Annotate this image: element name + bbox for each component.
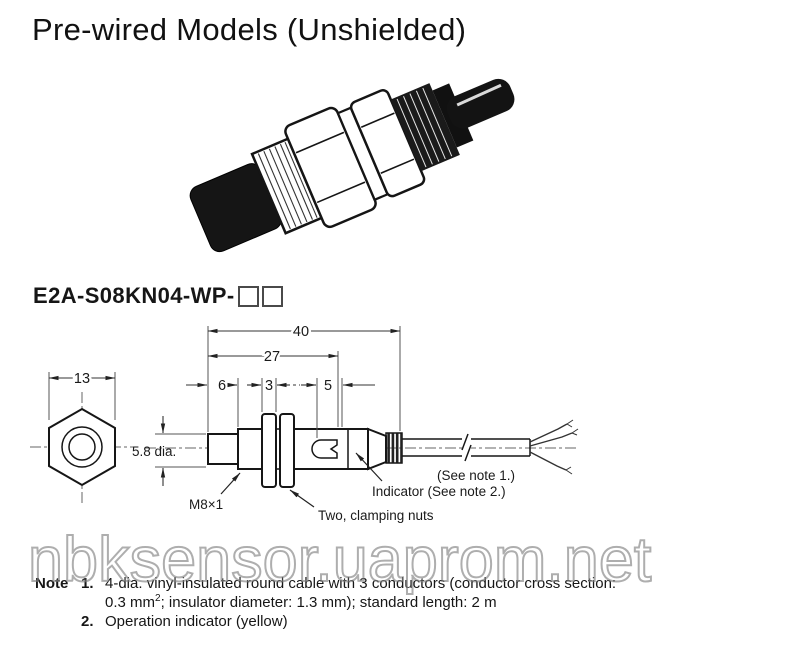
note-item-1: Note 1. 4-dia. vinyl-insulated round cab… [35, 574, 775, 612]
head-length-dim-label: 6 [218, 378, 226, 394]
model-number: E2A-S08KN04-WP- [33, 283, 283, 309]
note-2-number: 2. [81, 613, 94, 630]
front-width-dim-label: 13 [74, 371, 90, 387]
dimension-drawing: 13 [30, 322, 579, 523]
cable-note-label: (See note 1.) [437, 468, 515, 483]
front-view: 13 [30, 369, 136, 506]
note-2-text: Operation indicator (yellow) [105, 613, 288, 630]
cable [402, 433, 531, 462]
indicator-note-label: Indicator (See note 2.) [372, 484, 506, 499]
extension-lines [207, 326, 401, 438]
notes-section: Note 1. 4-dia. vinyl-insulated round cab… [35, 574, 775, 631]
indicator-dim-label: 5 [324, 378, 332, 394]
thread-label: M8×1 [189, 497, 223, 512]
page-title: Pre-wired Models (Unshielded) [32, 12, 467, 47]
body-length-dim-label: 27 [264, 349, 280, 365]
model-suffix-box-icon [237, 285, 259, 307]
overall-length-dim-label: 40 [293, 324, 309, 340]
note-item-2: 2. Operation indicator (yellow) [35, 612, 775, 631]
dimensions: 40 27 6 3 5 5.8 dia. [132, 322, 401, 486]
diameter-dim-label: 5.8 dia. [132, 444, 176, 459]
model-suffix-box-icon [261, 285, 283, 307]
cable-gland-ribs [387, 433, 402, 463]
note-heading: Note [35, 575, 69, 592]
nut-thickness-dim-label: 3 [265, 378, 273, 394]
clamping-nuts-label: Two, clamping nuts [318, 508, 434, 523]
note-1-text: 4-dia. vinyl-insulated round cable with … [105, 575, 617, 611]
side-view-body [207, 413, 579, 488]
sensor-photo-illustration [189, 78, 515, 253]
indicator-window [311, 439, 338, 459]
model-prefix: E2A-S08KN04-WP- [33, 283, 235, 308]
wire-leads [529, 419, 579, 475]
note-1-number: 1. [81, 575, 94, 592]
superscript-2: 2 [155, 593, 161, 604]
callouts: M8×1 Two, clamping nuts (See note 1.) In… [189, 452, 515, 523]
